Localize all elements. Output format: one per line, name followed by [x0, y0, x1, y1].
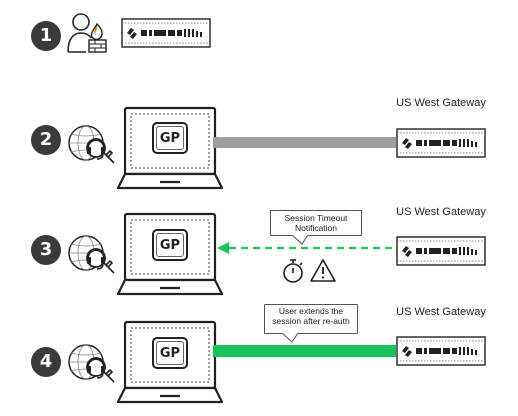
stopwatch-icon	[283, 259, 303, 283]
globalprotect-app-icon: GP	[152, 122, 188, 154]
globalprotect-app-icon: GP	[152, 337, 188, 369]
warning-icon	[310, 259, 336, 282]
globe-headset-icon	[68, 235, 115, 274]
firewall-appliance-icon	[121, 18, 211, 48]
user-firewall-icon	[67, 13, 107, 53]
notification-arrow	[217, 242, 395, 254]
firewall-appliance-icon	[396, 236, 486, 266]
gp-label: GP	[156, 341, 184, 365]
callout-pointer	[292, 235, 309, 245]
globe-headset-icon	[68, 125, 115, 164]
tunnel-active	[213, 345, 396, 357]
firewall-appliance-icon	[396, 128, 486, 158]
tunnel-idle	[213, 137, 396, 148]
globalprotect-app-icon: GP	[152, 229, 188, 261]
session-timeout-callout: Session Timeout Notification	[270, 210, 362, 236]
callout-pointer	[282, 333, 299, 343]
gp-label: GP	[156, 233, 184, 257]
step-4-badge: 4	[31, 347, 61, 377]
globe-headset-icon	[68, 344, 115, 383]
gp-label: GP	[156, 126, 184, 150]
firewall-appliance-icon	[396, 336, 486, 366]
step-1-badge: 1	[31, 21, 61, 51]
gateway-label: US West Gateway	[396, 306, 486, 318]
step-3-badge: 3	[31, 235, 61, 265]
extend-session-callout: User extends the session after re-auth	[264, 304, 358, 334]
gateway-label: US West Gateway	[396, 97, 486, 109]
gateway-label: US West Gateway	[396, 206, 486, 218]
step-2-badge: 2	[31, 125, 61, 155]
